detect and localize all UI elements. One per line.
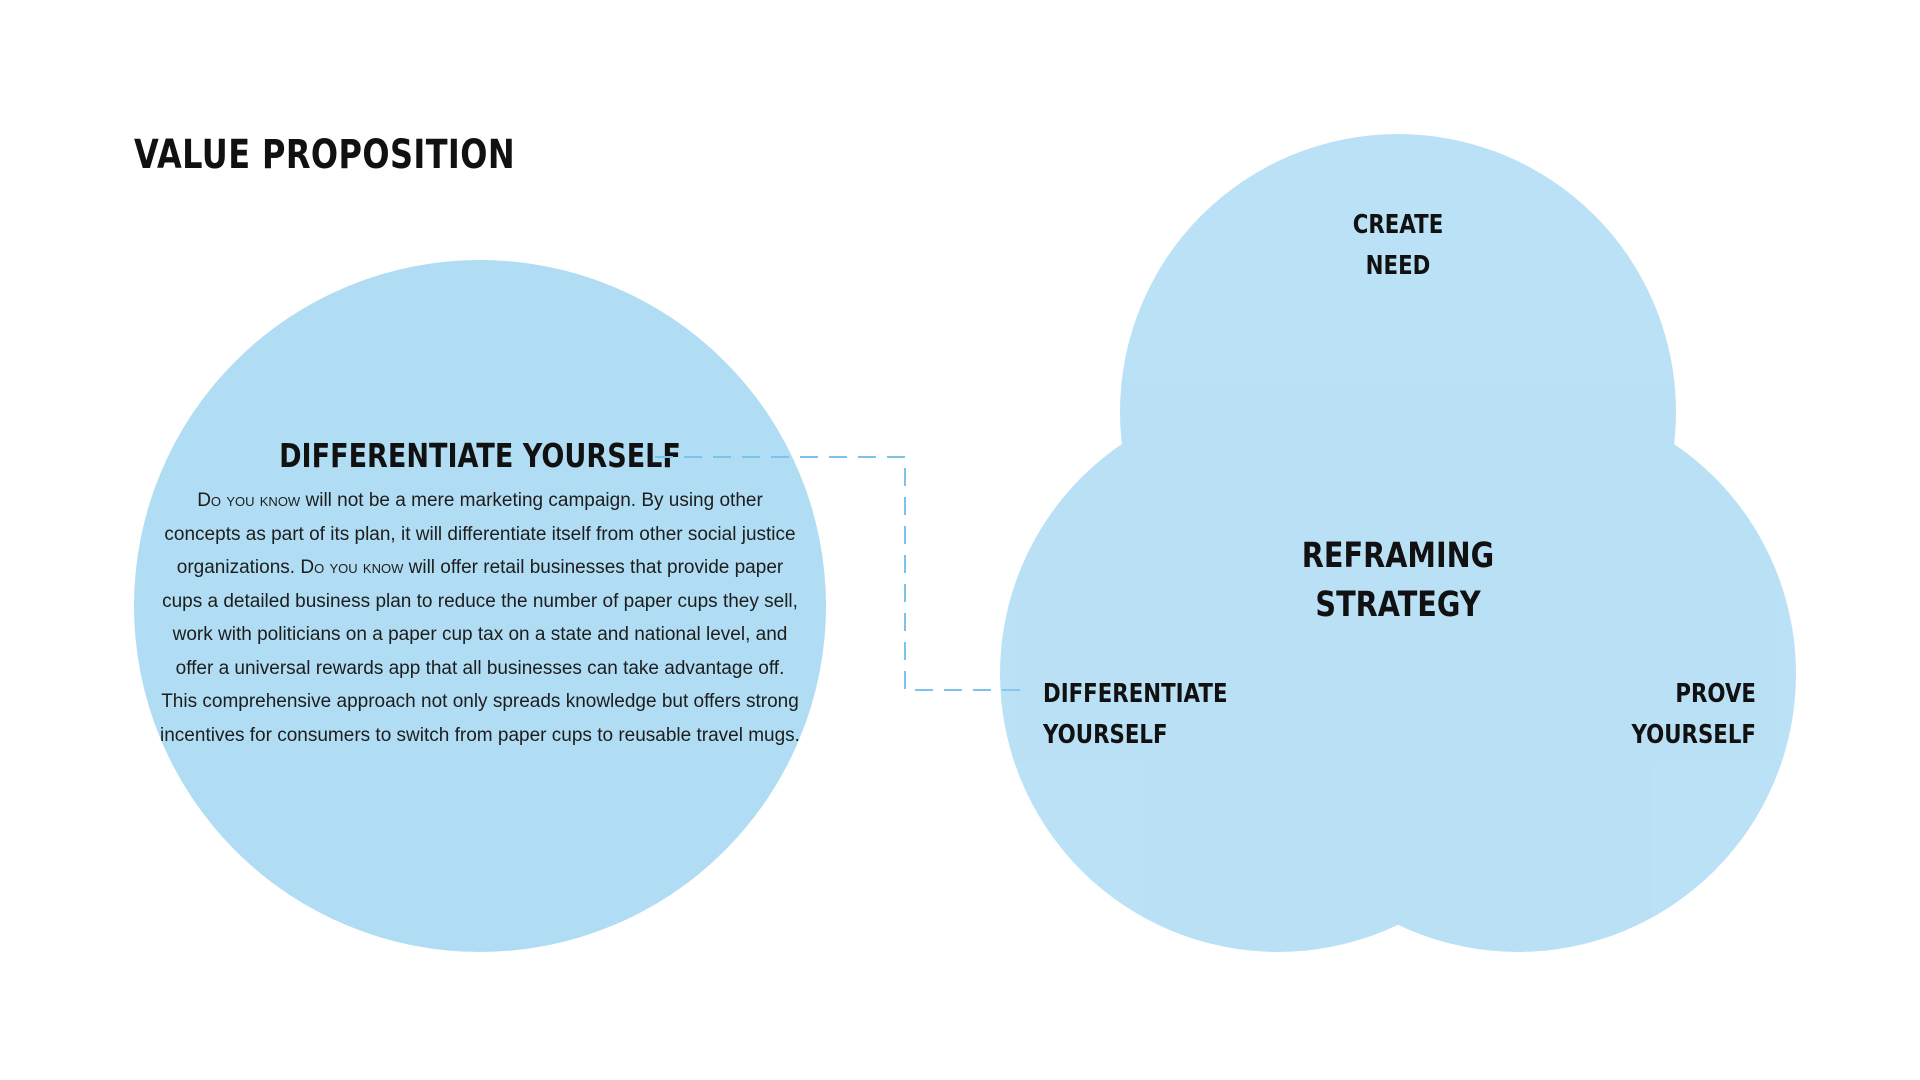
detail-text-part-1: will not be a mere marketing campaign. B… bbox=[164, 490, 796, 578]
brand-name: Do you know bbox=[300, 557, 404, 578]
venn-label-left-line2: YOURSELF bbox=[1042, 719, 1167, 750]
page-title: VALUE PROPOSITION bbox=[134, 132, 516, 178]
detail-body-text: Do you know will not be a mere marketing… bbox=[160, 484, 800, 752]
brand-name: Do you know bbox=[197, 490, 301, 511]
detail-text-part-2: will offer retail businesses that provid… bbox=[160, 557, 800, 746]
venn-label-left-line1: DIFFERENTIATE bbox=[1043, 678, 1228, 709]
venn-label-top-line2: NEED bbox=[1366, 250, 1431, 281]
venn-label-center-line2: STRATEGY bbox=[1315, 583, 1481, 625]
venn-label-center-line1: REFRAMING bbox=[1302, 534, 1494, 576]
venn-circle-right bbox=[1240, 396, 1796, 952]
detail-circle bbox=[134, 260, 826, 952]
detail-heading: DIFFERENTIATE YOURSELF bbox=[279, 436, 681, 475]
venn-label-right-line1: PROVE bbox=[1675, 678, 1756, 709]
venn-label-top-line1: CREATE bbox=[1353, 209, 1444, 240]
dashed-connector bbox=[655, 456, 1030, 691]
venn-label-right-line2: YOURSELF bbox=[1631, 719, 1756, 750]
